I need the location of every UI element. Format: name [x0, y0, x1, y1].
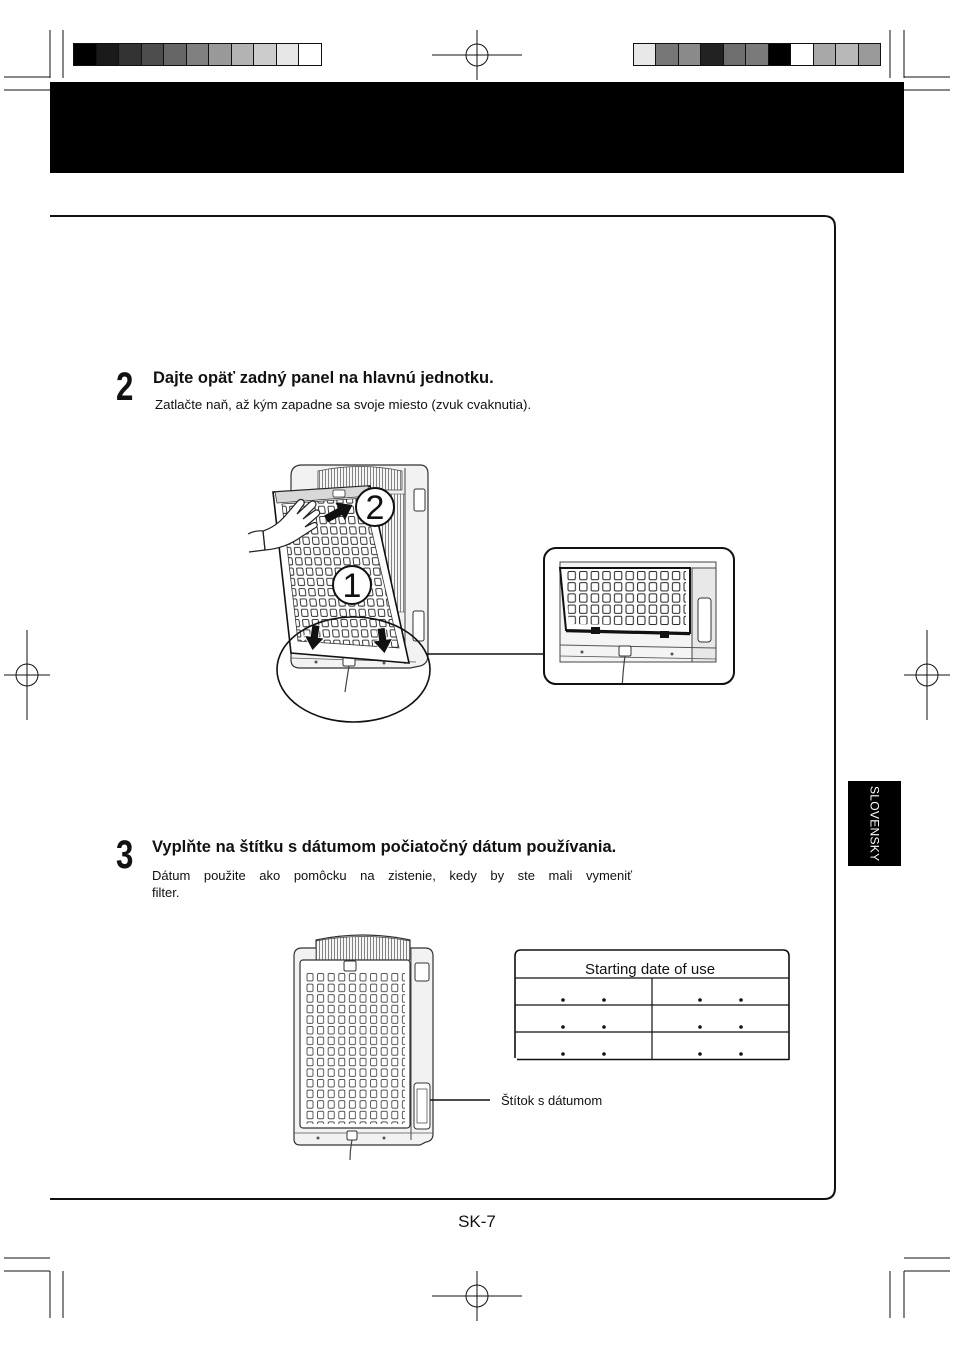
right-color-bar	[633, 43, 881, 66]
step-3-heading: Vyplňte na štítku s dátumom počiatočný d…	[152, 838, 617, 856]
date-label-table: Starting date of use	[514, 949, 790, 1061]
power-cord	[349, 1139, 353, 1161]
callout-1-label: 1	[343, 567, 362, 605]
page-number: SK-7	[458, 1212, 496, 1231]
color-bar-swatch	[119, 44, 142, 65]
color-bar-swatch	[231, 44, 255, 65]
step-3-text: Dátum použite ako pomôcku na zistenie, k…	[152, 867, 632, 901]
language-tab-label: SLOVENSKY	[867, 785, 882, 862]
language-tab: SLOVENSKY	[848, 781, 901, 866]
zoom-inset	[543, 547, 735, 685]
date-separator-dots	[561, 998, 743, 1056]
air-outlet-grille	[317, 466, 403, 491]
color-bar-swatch	[746, 44, 769, 65]
power-socket	[346, 1130, 358, 1141]
step-3-number: 3	[116, 833, 134, 877]
color-bar-swatch	[209, 44, 232, 65]
registration-mark-bottom	[432, 1271, 522, 1321]
content-frame	[50, 215, 836, 1200]
color-bar-swatch	[656, 44, 679, 65]
color-bar-swatch	[791, 44, 814, 65]
power-socket	[618, 645, 632, 657]
zoom-ellipse	[276, 616, 431, 723]
color-bar-swatch	[701, 44, 724, 65]
color-bar-swatch	[858, 44, 880, 65]
panel-top-tab	[343, 960, 357, 972]
color-bar-swatch	[96, 44, 120, 65]
callout-2-label: 2	[366, 489, 385, 527]
registration-mark-right	[904, 630, 950, 720]
color-bar-swatch	[634, 44, 657, 65]
color-bar-swatch	[836, 44, 859, 65]
purifier-rear-illustration: 2 1	[247, 464, 543, 723]
purifier-front-illustration	[293, 934, 490, 1161]
registration-mark-top	[432, 30, 522, 80]
arrow-down-icon	[303, 623, 326, 652]
color-bar-swatch	[254, 44, 277, 65]
side-handle-top	[414, 962, 430, 982]
side-handle	[697, 597, 712, 643]
color-bar-swatch	[299, 44, 322, 65]
color-bar-swatch	[141, 44, 165, 65]
side-handle-top	[413, 488, 426, 512]
color-bar-swatch	[768, 44, 792, 65]
panel-tab	[591, 627, 600, 634]
step-2-heading: Dajte opäť zadný panel na hlavnú jednotk…	[153, 369, 494, 387]
arrow-down-icon	[371, 626, 394, 655]
step-2-text: Zatlačte naň, až kým zapadne sa svoje mi…	[155, 397, 532, 412]
callout-1: 1	[332, 565, 372, 605]
color-bar-swatch	[813, 44, 837, 65]
power-cord	[621, 655, 626, 683]
header-bar	[50, 82, 904, 173]
color-bar-swatch	[74, 44, 97, 65]
date-label-caption: Štítok s dátumom	[501, 1093, 603, 1108]
step-2-number: 2	[116, 365, 134, 409]
hand-icon	[247, 498, 321, 553]
color-bar-swatch	[186, 44, 210, 65]
color-bar-swatch	[276, 44, 300, 65]
color-bar-swatch	[723, 44, 747, 65]
date-label-title: Starting date of use	[585, 961, 715, 978]
side-handle-bottom	[412, 610, 425, 642]
power-cord	[344, 665, 350, 693]
arrow-up-right-icon	[324, 502, 353, 523]
registration-mark-left	[4, 630, 50, 720]
panel-tab	[660, 631, 669, 638]
callout-2: 2	[355, 487, 395, 527]
air-outlet-grille	[315, 936, 411, 961]
crop-marks	[4, 30, 950, 1318]
step-3-text-line: Dátum použite ako pomôcku na zistenie, k…	[152, 868, 632, 883]
color-bar-swatch	[164, 44, 187, 65]
step-3-text-line: filter.	[152, 885, 180, 900]
left-color-bar	[73, 43, 322, 66]
color-bar-swatch	[678, 44, 702, 65]
